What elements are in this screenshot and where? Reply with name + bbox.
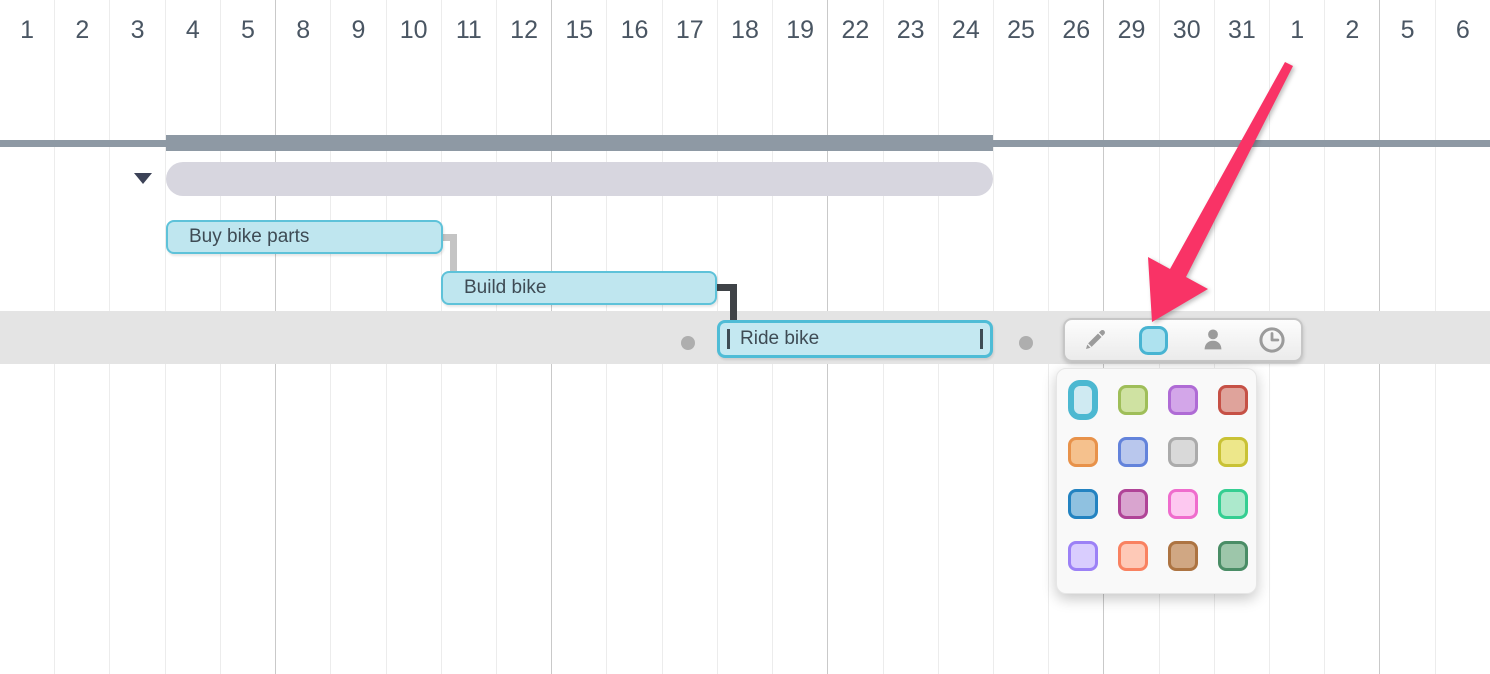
- color-swatch[interactable]: [1068, 437, 1098, 467]
- color-swatch[interactable]: [1068, 541, 1098, 571]
- person-icon: [1199, 326, 1227, 354]
- swatch-cell: [1168, 541, 1198, 571]
- project-summary-bar: [166, 135, 993, 151]
- swatch-cell: [1118, 489, 1148, 519]
- day-column-header: 29: [1117, 16, 1146, 44]
- day-column-header: 9: [351, 16, 366, 44]
- swatch-cell: [1118, 541, 1148, 571]
- day-column-header: 30: [1172, 16, 1201, 44]
- color-swatch[interactable]: [1068, 489, 1098, 519]
- swatch-cell: [1068, 541, 1098, 571]
- day-column-header: 15: [565, 16, 594, 44]
- day-column-header: 23: [896, 16, 925, 44]
- day-column-header: 4: [185, 16, 200, 44]
- dependency-dot-right[interactable]: [1019, 336, 1033, 350]
- resize-handle-right[interactable]: [980, 329, 983, 349]
- day-column-header: 12: [510, 16, 538, 44]
- swatch-cell: [1068, 489, 1098, 519]
- day-column-header: 1: [20, 16, 35, 44]
- schedule-button[interactable]: [1247, 320, 1297, 360]
- dependency-connector: [441, 234, 457, 241]
- day-column-header: 31: [1228, 16, 1256, 44]
- color-swatch[interactable]: [1218, 385, 1248, 415]
- clock-icon: [1258, 326, 1286, 354]
- color-swatch[interactable]: [1218, 541, 1248, 571]
- task-toolbar: [1063, 318, 1303, 362]
- swatch-cell: [1168, 489, 1198, 519]
- task-bar-ride-bike-selected[interactable]: Ride bike: [717, 320, 993, 358]
- color-swatch[interactable]: [1118, 489, 1148, 519]
- color-swatch[interactable]: [1118, 541, 1148, 571]
- color-swatch-icon: [1139, 325, 1168, 355]
- collapsed-group-bar[interactable]: [166, 162, 993, 196]
- collapse-caret-icon[interactable]: [134, 173, 152, 184]
- edit-button[interactable]: [1070, 320, 1120, 360]
- task-label: Build bike: [464, 277, 547, 298]
- color-swatch-selected[interactable]: [1068, 380, 1098, 420]
- day-column-header: 5: [241, 16, 255, 44]
- day-column-header: 17: [675, 16, 704, 44]
- day-column-header: 5: [1400, 16, 1415, 44]
- color-swatch[interactable]: [1168, 437, 1198, 467]
- task-label: Ride bike: [740, 328, 820, 349]
- day-column-header: 24: [951, 16, 980, 44]
- color-swatch[interactable]: [1118, 385, 1148, 415]
- pencil-icon: [1081, 326, 1109, 354]
- day-column-header: 10: [399, 16, 428, 44]
- day-column-header: 1: [1290, 16, 1305, 44]
- day-column-header: 25: [1007, 16, 1035, 44]
- swatch-cell: [1218, 437, 1248, 467]
- dependency-connector: [717, 284, 737, 291]
- task-bar-build-bike[interactable]: Build bike: [441, 271, 717, 305]
- assignee-button[interactable]: [1188, 320, 1238, 360]
- dependency-dot-left[interactable]: [681, 336, 695, 350]
- day-column-header: 19: [786, 16, 815, 44]
- task-label: Buy bike parts: [189, 226, 310, 247]
- swatch-cell: [1218, 385, 1248, 415]
- swatch-cell: [1118, 385, 1148, 415]
- color-swatch[interactable]: [1168, 489, 1198, 519]
- color-picker-popup: [1056, 368, 1257, 594]
- resize-handle-left[interactable]: [727, 329, 730, 349]
- swatch-cell: [1118, 437, 1148, 467]
- day-column-header: 2: [1345, 16, 1360, 44]
- color-button[interactable]: [1129, 320, 1179, 360]
- dependency-connector: [450, 234, 457, 272]
- day-column-header: 3: [130, 16, 145, 44]
- day-column-header: 18: [731, 16, 759, 44]
- day-column-header: 11: [455, 16, 482, 44]
- color-swatch[interactable]: [1218, 437, 1248, 467]
- day-column-header: 6: [1455, 16, 1470, 44]
- swatch-cell: [1168, 437, 1198, 467]
- color-picker-grid: [1057, 369, 1256, 571]
- swatch-cell: [1068, 437, 1098, 467]
- day-column-header: 2: [75, 16, 90, 44]
- swatch-cell: [1068, 380, 1098, 420]
- color-swatch[interactable]: [1218, 489, 1248, 519]
- dependency-connector: [730, 284, 737, 321]
- day-column-header: 8: [296, 16, 311, 44]
- task-bar-buy-bike-parts[interactable]: Buy bike parts: [166, 220, 443, 254]
- swatch-cell: [1168, 385, 1198, 415]
- day-column-header: 26: [1062, 16, 1091, 44]
- color-swatch[interactable]: [1168, 385, 1198, 415]
- day-column-header: 22: [841, 16, 870, 44]
- color-swatch[interactable]: [1168, 541, 1198, 571]
- swatch-cell: [1218, 541, 1248, 571]
- day-column: 6: [1436, 0, 1490, 674]
- color-swatch[interactable]: [1118, 437, 1148, 467]
- swatch-cell: [1218, 489, 1248, 519]
- day-column-header: 16: [620, 16, 649, 44]
